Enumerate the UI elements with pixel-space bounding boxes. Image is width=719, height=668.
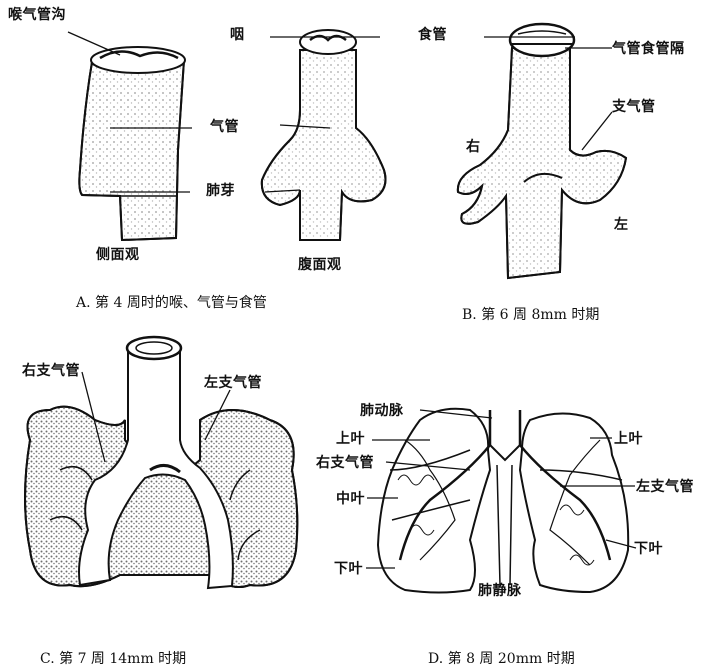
label-lateral-view: 侧面观: [96, 244, 140, 264]
caption-c: C. 第 7 周 14mm 时期: [40, 648, 186, 668]
panel-a-ventral-figure: [262, 30, 386, 240]
label-tracheoesophageal-septum: 气管食管隔: [612, 38, 685, 58]
label-right: 右: [466, 136, 481, 156]
caption-b: B. 第 6 周 8mm 时期: [462, 304, 599, 324]
label-left-main-bronchus-c: 左支气管: [204, 372, 262, 392]
label-upper-lobe-right: 上叶: [336, 428, 365, 448]
label-right-main-bronchus-d: 右支气管: [316, 452, 374, 472]
label-pharynx: 咽: [230, 24, 245, 44]
leader-laryngotracheal-groove: [68, 32, 120, 55]
label-ventral-view: 腹面观: [298, 254, 342, 274]
label-upper-lobe-left: 上叶: [614, 428, 643, 448]
label-laryngotracheal-groove: 喉气管沟: [8, 4, 66, 24]
label-pulmonary-artery: 肺动脉: [360, 400, 404, 420]
label-lower-lobe-right: 下叶: [334, 558, 363, 578]
label-trachea: 气管: [210, 116, 239, 136]
label-middle-lobe: 中叶: [336, 488, 365, 508]
panel-d-figure: [378, 409, 628, 593]
caption-a: A. 第 4 周时的喉、气管与食管: [76, 292, 267, 312]
panel-b-figure: [458, 24, 626, 278]
label-left-main-bronchus-d: 左支气管: [636, 476, 694, 496]
label-pulmonary-vein: 肺静脉: [478, 580, 522, 600]
panel-a-lateral-figure: [79, 47, 185, 240]
label-left: 左: [614, 214, 629, 234]
label-lung-bud: 肺芽: [206, 180, 235, 200]
label-right-main-bronchus-c: 右支气管: [22, 360, 80, 380]
label-bronchus: 支气管: [612, 96, 656, 116]
label-lower-lobe-left: 下叶: [634, 538, 663, 558]
label-esophagus: 食管: [418, 24, 447, 44]
leader-bronchus: [582, 112, 612, 150]
caption-d: D. 第 8 周 20mm 时期: [428, 648, 575, 668]
